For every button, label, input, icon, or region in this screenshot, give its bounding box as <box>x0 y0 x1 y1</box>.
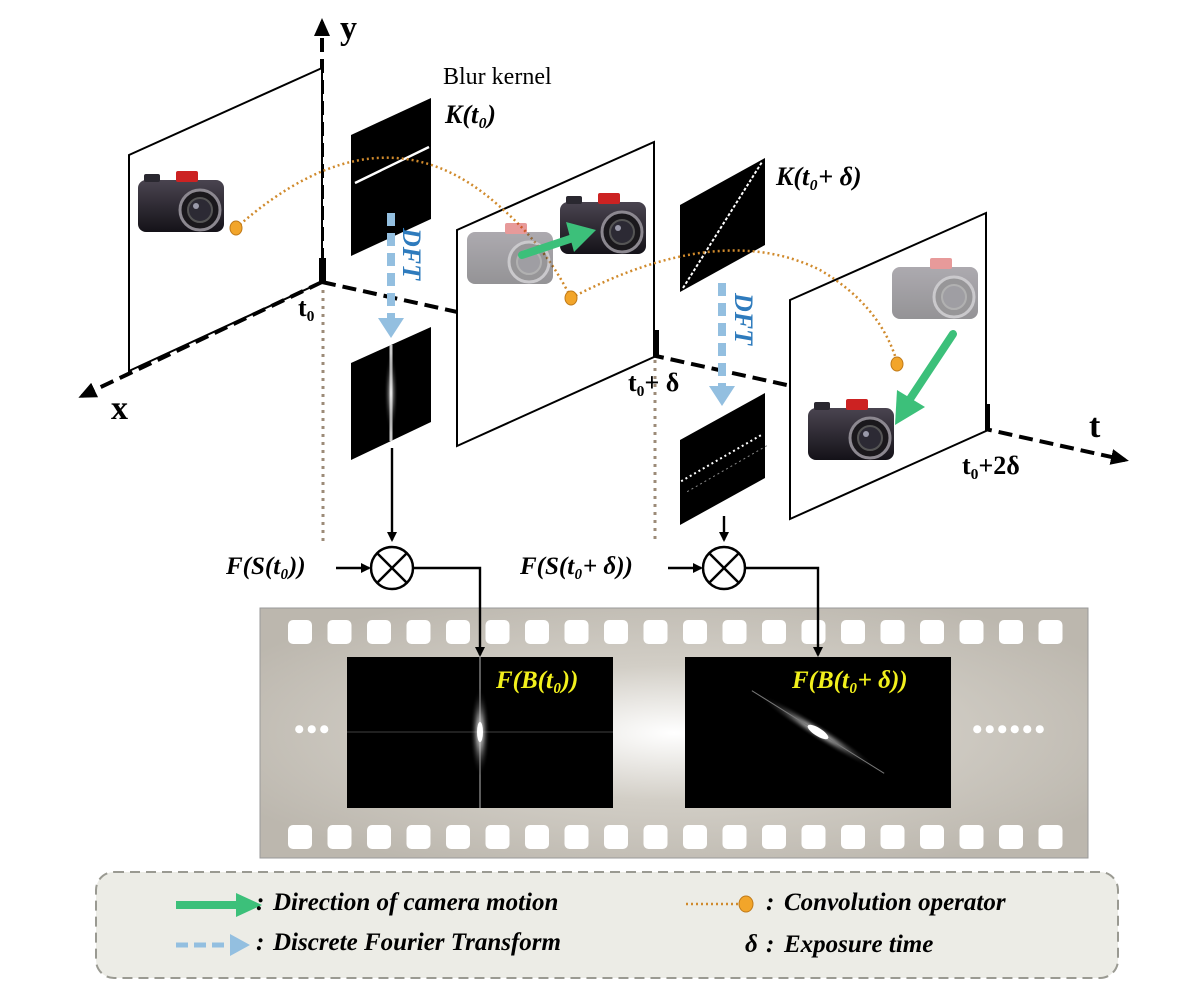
legend-sep-exposure: : <box>766 931 775 958</box>
y-axis-label: y <box>340 10 357 47</box>
film-sprocket-hole <box>604 620 628 644</box>
blur-kernel-title: Blur kernel <box>443 64 552 90</box>
film-sprocket-hole <box>999 620 1023 644</box>
film-sprocket-hole <box>880 620 905 644</box>
kernel-spectrum-1 <box>351 327 431 460</box>
film-sprocket-hole <box>564 825 589 849</box>
film-sprocket-hole <box>880 825 905 849</box>
film-sprocket-hole <box>801 620 826 644</box>
film-sprocket-hole <box>406 825 431 849</box>
camera-faded-icon <box>467 223 553 284</box>
convolution-dots <box>229 220 904 372</box>
film-sprocket-hole <box>841 620 865 644</box>
motion-arrow-2 <box>895 330 957 425</box>
film-sprocket-hole <box>1038 620 1063 644</box>
film-sprocket-hole <box>564 620 589 644</box>
t-axis-label: t <box>1089 408 1101 445</box>
legend-exposure-label: Exposure time <box>784 931 934 958</box>
frame-3 <box>789 211 987 521</box>
camera-icon <box>560 193 646 254</box>
tick-t0: t₀ <box>298 293 315 322</box>
signal-spectrum-label-2: F(S(t₀+ δ)) <box>520 553 633 580</box>
film-sprocket-hole <box>643 620 668 644</box>
signal-spectrum-label-1: F(S(t₀)) <box>226 553 306 580</box>
film-sprocket-hole <box>327 620 352 644</box>
spectrum-frame-2 <box>685 657 951 808</box>
film-sprocket-hole <box>288 620 312 644</box>
kernel-image-2 <box>680 158 765 292</box>
film-sprocket-hole <box>367 620 391 644</box>
dft-label-1: DFT <box>397 228 426 280</box>
blur-spectrum-label-1: F(B(t₀)) <box>496 667 579 694</box>
x-axis-label: x <box>111 390 128 427</box>
film-sprocket-hole <box>683 825 707 849</box>
film-sprocket-hole <box>722 620 747 644</box>
camera-icon <box>138 171 224 232</box>
film-sprocket-hole <box>525 620 549 644</box>
x-axis <box>78 280 323 398</box>
film-sprocket-hole <box>525 825 549 849</box>
film-sprocket-hole <box>762 825 786 849</box>
film-sprocket-hole <box>446 825 470 849</box>
film-sprocket-hole <box>288 825 312 849</box>
film-sprocket-hole <box>999 825 1023 849</box>
film-sprocket-hole <box>446 620 470 644</box>
legend-sep-dft: : <box>256 929 265 956</box>
spectrum-frame-1 <box>347 657 613 808</box>
tick-t0-plus-delta: t₀+ δ <box>628 368 680 397</box>
legend-motion-arrow-icon <box>176 893 262 917</box>
dft-label-2: DFT <box>729 293 758 345</box>
film-sprockets-top <box>288 620 1063 644</box>
film-sprocket-hole <box>959 825 984 849</box>
kernel-spectrum-2 <box>680 393 768 525</box>
frame-2 <box>456 140 655 448</box>
film-sprocket-hole <box>920 825 944 849</box>
film-sprocket-hole <box>367 825 391 849</box>
multiply-operator-1 <box>369 545 415 591</box>
kernel-label-1: K(t₀) <box>445 100 496 129</box>
film-ellipsis-right: •••••• <box>972 713 1048 746</box>
legend-sep-motion: : <box>256 889 265 916</box>
film-sprocket-hole <box>762 620 786 644</box>
legend-dft-arrow-icon <box>176 934 250 956</box>
legend-sep-conv: : <box>766 889 775 916</box>
camera-icon <box>808 399 894 460</box>
film-sprocket-hole <box>722 825 747 849</box>
legend-motion-label: Direction of camera motion <box>273 889 559 916</box>
film-sprockets-bottom <box>288 825 1063 849</box>
film-ellipsis-left: ••• <box>294 713 332 746</box>
legend-dft-label: Discrete Fourier Transform <box>273 929 561 956</box>
film-sprocket-hole <box>801 825 826 849</box>
output-arrow-1 <box>413 566 485 657</box>
film-sprocket-hole <box>920 620 944 644</box>
legend-conv-label: Convolution operator <box>784 889 1006 916</box>
film-sprocket-hole <box>604 825 628 849</box>
kernel-image-1 <box>351 98 431 256</box>
film-sprocket-hole <box>1038 825 1063 849</box>
blur-spectrum-label-2: F(B(t₀+ δ)) <box>792 667 908 694</box>
film-sprocket-hole <box>683 620 707 644</box>
film-sprocket-hole <box>959 620 984 644</box>
multiply-operator-2 <box>701 545 747 591</box>
film-sprocket-hole <box>841 825 865 849</box>
camera-faded-icon <box>892 258 978 319</box>
legend-box <box>95 871 1119 979</box>
film-sprocket-hole <box>406 620 431 644</box>
dft-arrow-2 <box>709 283 735 406</box>
film-sprocket-hole <box>485 620 510 644</box>
legend-convolution-icon <box>686 895 754 913</box>
tick-t0-plus-2delta: t₀+2δ <box>962 451 1020 480</box>
output-arrow-2 <box>745 566 823 657</box>
motion-arrow-1 <box>518 222 596 259</box>
convolution-path <box>235 156 899 363</box>
kernel-label-2: K(t₀+ δ) <box>776 162 862 191</box>
film-sprocket-hole <box>643 825 668 849</box>
dft-arrow-1 <box>378 213 404 338</box>
film-sprocket-hole <box>485 825 510 849</box>
film-sprocket-hole <box>327 825 352 849</box>
drop-lines <box>321 290 657 543</box>
legend-delta-symbol: δ <box>745 931 758 958</box>
